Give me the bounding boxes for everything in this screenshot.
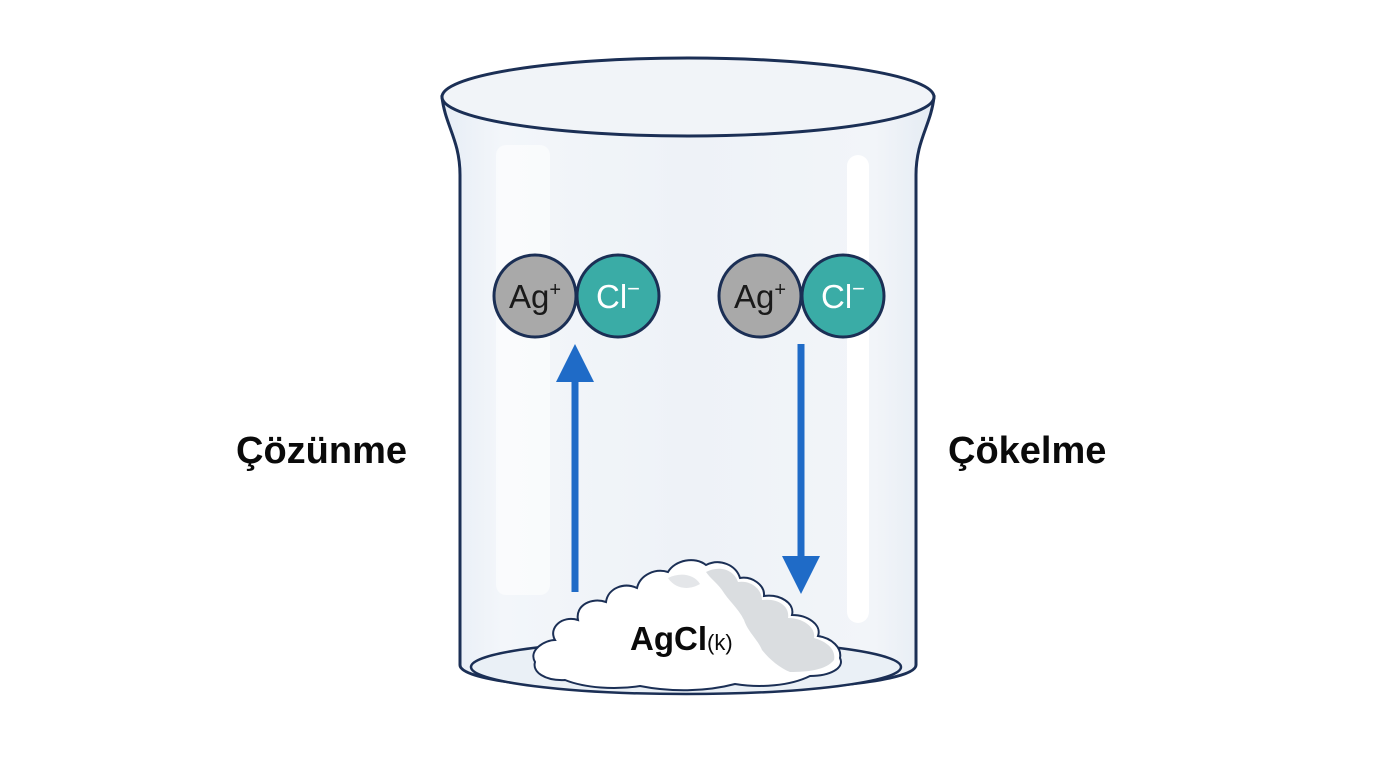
glass-highlight	[847, 155, 869, 623]
ion-pair-right: Ag+ Cl−	[717, 253, 886, 339]
precipitate-shade	[668, 574, 700, 588]
ion-pair-left: Ag+ Cl−	[492, 253, 661, 339]
beaker-rim	[440, 56, 936, 138]
precipitation-label: Çökelme	[948, 430, 1107, 472]
silver-ion-label: Ag+	[734, 278, 786, 315]
chloride-ion	[575, 253, 661, 339]
glass-highlight	[496, 145, 550, 595]
solid-formula: AgCl(k)	[630, 620, 733, 657]
precipitate-shade	[706, 568, 835, 672]
chloride-ion-label: Cl−	[821, 276, 865, 315]
dissolution-arrowhead	[556, 344, 594, 382]
silver-ion-label: Ag+	[509, 278, 561, 315]
chloride-ion	[800, 253, 886, 339]
dissolution-label: Çözünme	[236, 430, 407, 472]
precipitation-arrowhead	[782, 556, 820, 594]
chloride-ion-label: Cl−	[596, 276, 640, 315]
precipitate-pile	[532, 559, 842, 692]
